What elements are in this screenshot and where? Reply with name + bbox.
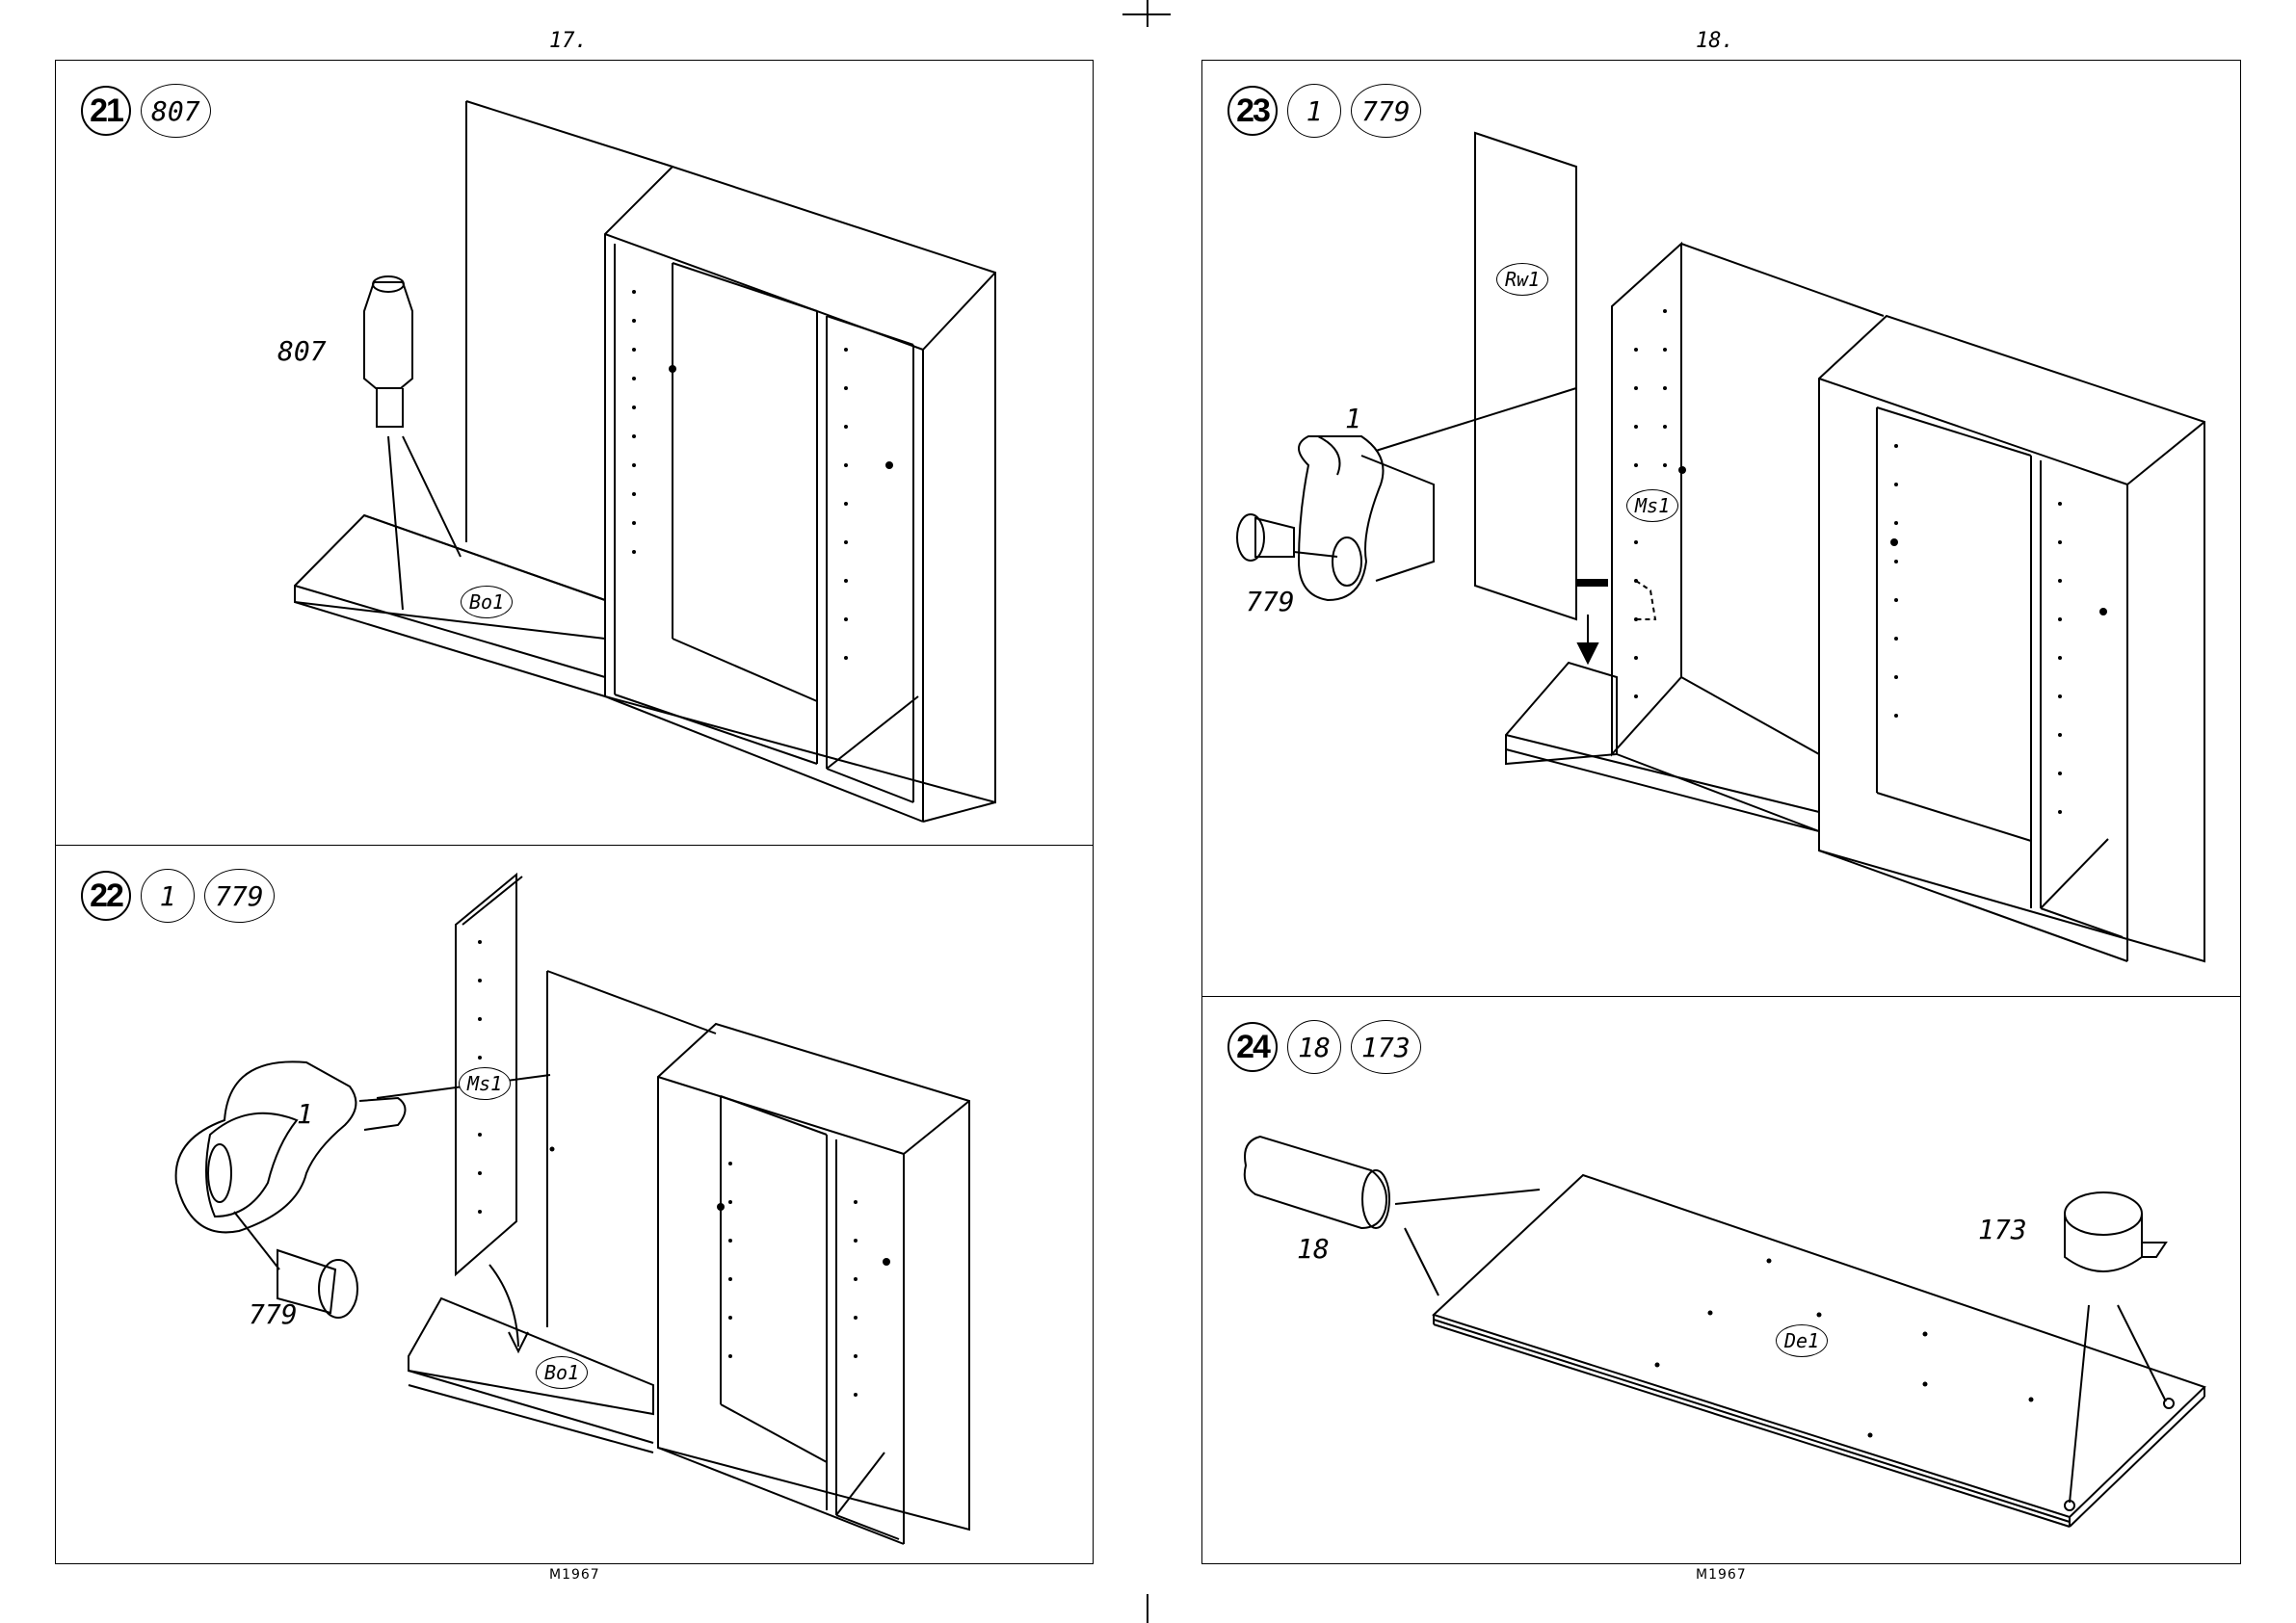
part-tag-ms1: Ms1 [459, 1067, 511, 1100]
quantity-badge-173: 173 [1351, 1020, 1421, 1074]
crop-mark-bottom [1147, 1594, 1148, 1623]
part-tag-de1: De1 [1776, 1324, 1828, 1357]
step-21-drawing [56, 61, 1094, 846]
callout-cam-173: 173 [1978, 1214, 2027, 1245]
step-24-header: 24 18 173 [1227, 1020, 1421, 1074]
step-21-header: 21 807 [81, 84, 211, 138]
step-23-header: 23 1 779 [1227, 84, 1421, 138]
step-number: 23 [1227, 86, 1278, 136]
quantity-badge-1: 1 [141, 869, 195, 923]
step-24-panel: 24 18 173 18 173 De1 [1201, 996, 2241, 1564]
step-23-panel: 23 1 779 1 779 Rw1 Ms1 [1201, 60, 2241, 998]
callout-cam-1: 1 [297, 1098, 313, 1130]
step-number: 22 [81, 871, 131, 921]
step-number: 21 [81, 86, 131, 136]
callout-screw-779: 779 [249, 1298, 298, 1330]
part-tag-bo1: Bo1 [461, 586, 513, 618]
callout-807: 807 [277, 335, 327, 367]
callout-cam-1: 1 [1345, 403, 1361, 434]
doc-code-left: M1967 [549, 1567, 600, 1583]
step-22-drawing [56, 846, 1094, 1564]
doc-code-right: M1967 [1696, 1567, 1747, 1583]
part-tag-ms1: Ms1 [1626, 489, 1678, 522]
quantity-badge-18: 18 [1287, 1020, 1341, 1074]
quantity-badge-779: 779 [204, 869, 275, 923]
callout-screw-779: 779 [1246, 586, 1295, 617]
page-number-right: 18. [1696, 29, 1734, 53]
shelf-holes-22 [478, 940, 890, 1397]
callout-dowel-18: 18 [1297, 1233, 1330, 1265]
step-22-header: 22 1 779 [81, 869, 275, 923]
quantity-badge-1: 1 [1287, 84, 1341, 138]
step-21-panel: 21 807 807 Bo1 [55, 60, 1094, 846]
shelf-holes-23 [1634, 309, 2107, 814]
step-23-drawing [1202, 61, 2241, 998]
step-24-drawing [1202, 997, 2241, 1564]
crop-mark-top-h [1122, 13, 1171, 15]
step-number: 24 [1227, 1022, 1278, 1072]
quantity-badge-779: 779 [1351, 84, 1421, 138]
part-tag-rw1: Rw1 [1496, 263, 1548, 296]
part-tag-bo1: Bo1 [536, 1356, 588, 1389]
board-holes-24 [1655, 1259, 2034, 1438]
quantity-badge-807: 807 [141, 84, 211, 138]
page-number-left: 17. [549, 29, 588, 53]
step-22-panel: 22 1 779 1 779 Ms1 Bo1 [55, 845, 1094, 1564]
shelf-holes-21 [632, 290, 893, 660]
